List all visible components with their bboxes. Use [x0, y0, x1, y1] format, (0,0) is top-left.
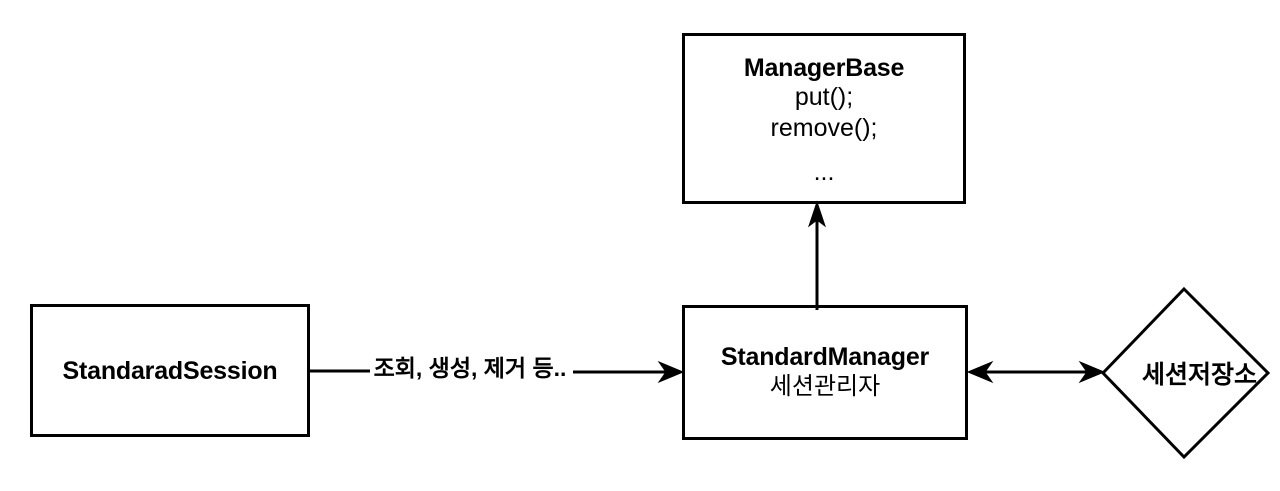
node-standarad-session[interactable]: StandaradSession — [30, 304, 310, 437]
edge-usage-arrow-right — [573, 360, 685, 384]
diamond-shape-icon — [1100, 286, 1271, 460]
edge-usage-label: 조회, 생성, 제거 등.. — [373, 355, 567, 381]
node-standard-manager[interactable]: StandardManager 세션관리자 — [682, 305, 968, 440]
edge-usage-line-left — [310, 369, 370, 373]
manager-base-title: ManagerBase — [743, 54, 905, 82]
node-session-store[interactable]: 세션저장소 — [1100, 286, 1271, 460]
standard-manager-title: StandardManager — [720, 343, 930, 372]
manager-base-member-ellipsis: ... — [813, 158, 835, 186]
session-store-label: 세션저장소 — [1141, 361, 1257, 389]
standarad-session-title: StandaradSession — [62, 356, 278, 385]
manager-base-member-remove: remove(); — [770, 113, 878, 142]
manager-base-member-put: put(); — [794, 83, 854, 111]
standard-manager-subtitle: 세션관리자 — [769, 373, 881, 401]
node-manager-base[interactable]: ManagerBase put(); remove(); ... — [682, 33, 966, 204]
edge-store-link-double-arrow — [966, 360, 1106, 384]
edge-inheritance-arrow — [808, 200, 826, 310]
